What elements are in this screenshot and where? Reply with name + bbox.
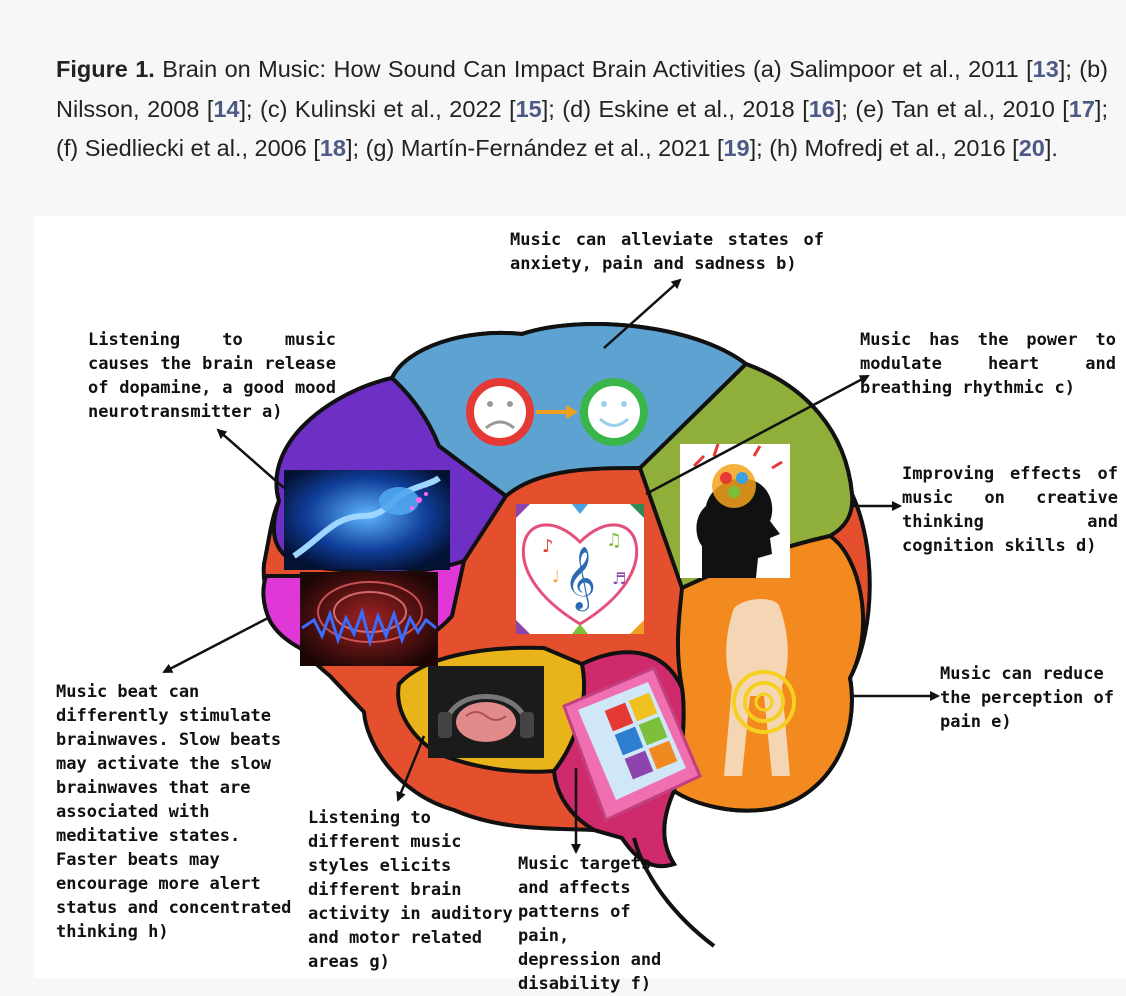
annotation-h: Music beat can differently stimulate bra… bbox=[56, 682, 292, 942]
svg-text:𝄞: 𝄞 bbox=[564, 546, 596, 612]
citation-ref[interactable]: 20 bbox=[1018, 135, 1045, 161]
citation-ref[interactable]: 17 bbox=[1068, 95, 1095, 122]
svg-text:♬: ♬ bbox=[612, 569, 626, 588]
figure-label: Figure 1. bbox=[56, 56, 155, 82]
headphones-brain-image bbox=[428, 666, 544, 758]
puzzle-image bbox=[562, 666, 702, 823]
music-heart-image: 𝄞 ♪ ♫ ♩ ♬ bbox=[516, 504, 644, 634]
arrow-g bbox=[396, 735, 426, 802]
brain-diagram: 𝄞 ♪ ♫ ♩ ♬ bbox=[34, 216, 1126, 994]
citation-ref[interactable]: 15 bbox=[515, 95, 542, 122]
caption-segment: ]; (h) Mofredj et al., 2016 [ bbox=[749, 135, 1019, 161]
happy-face-icon bbox=[580, 378, 648, 446]
svg-text:♩: ♩ bbox=[552, 567, 560, 586]
citation-ref[interactable]: 19 bbox=[723, 135, 750, 161]
creative-head-image bbox=[680, 443, 790, 578]
sad-face-icon bbox=[466, 378, 534, 446]
caption-text: Brain on Music: How Sound Can Impact Bra… bbox=[56, 56, 1108, 161]
svg-text:♪: ♪ bbox=[542, 536, 554, 557]
mood-arrow-icon bbox=[536, 405, 578, 419]
citation-ref[interactable]: 13 bbox=[1032, 56, 1059, 82]
svg-text:♫: ♫ bbox=[606, 530, 622, 551]
caption-segment: ]; (c) Kulinski et al., 2022 [ bbox=[239, 95, 516, 122]
annotation-f: Music targets and affects patterns of pa… bbox=[518, 854, 662, 994]
annotation-g: Listening to different music styles elic… bbox=[308, 808, 513, 972]
citation-ref[interactable]: 18 bbox=[319, 135, 346, 161]
arrow-c bbox=[645, 374, 870, 496]
caption-segment: ]; (f) Siedliecki et al., 2006 [ bbox=[56, 95, 1108, 162]
caption-segment: Brain on Music: How Sound Can Impact Bra… bbox=[154, 56, 1033, 82]
arrow-a bbox=[216, 428, 285, 489]
brainwave-image bbox=[300, 572, 438, 666]
annotation-b: Music can alleviate states of anxiety, p… bbox=[510, 230, 824, 274]
brain-artwork: 𝄞 ♪ ♫ ♩ ♬ bbox=[162, 278, 940, 948]
arrow-h bbox=[162, 616, 269, 674]
caption-segment: ]. bbox=[1044, 135, 1058, 161]
citation-ref[interactable]: 14 bbox=[213, 95, 240, 122]
annotation-c: Music has the power to modulate heart an… bbox=[860, 330, 1116, 398]
figure-caption: Figure 1. Brain on Music: How Sound Can … bbox=[56, 50, 1108, 169]
annotation-d: Improving effects of music on creative t… bbox=[902, 464, 1118, 556]
annotation-a: Listening to music causes the brain rele… bbox=[88, 330, 336, 422]
brain-stem bbox=[632, 837, 716, 948]
citation-ref[interactable]: 16 bbox=[808, 95, 835, 122]
body-pain-image bbox=[724, 599, 796, 776]
arrow-b bbox=[603, 278, 682, 349]
caption-segment: ]; (b) Nilsson, 2008 [ bbox=[56, 56, 1109, 122]
caption-segment: ]; (g) Martín-Fernández et al., 2021 [ bbox=[346, 135, 724, 161]
annotation-e: Music can reduce the perception of pain … bbox=[940, 664, 1114, 732]
caption-segment: ]; (d) Eskine et al., 2018 [ bbox=[541, 95, 809, 122]
neuron-synapse-image bbox=[284, 470, 450, 570]
caption-segment: ]; (e) Tan et al., 2010 [ bbox=[834, 95, 1069, 122]
